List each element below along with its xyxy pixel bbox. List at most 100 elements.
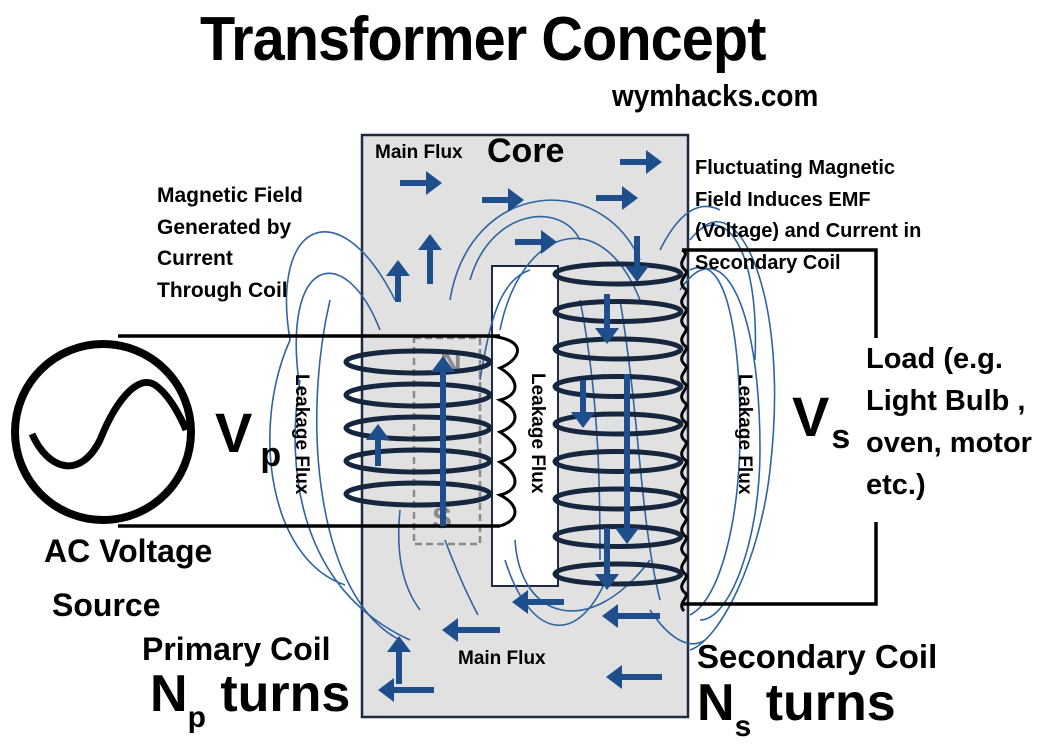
ns-sub: s: [734, 710, 752, 743]
flux-direction-arrow-icon: [571, 380, 595, 428]
fluctuating-field-note: Fluctuating Magnetic Field Induces EMF (…: [695, 153, 921, 279]
circuit-wires: [118, 248, 878, 606]
flux-direction-arrow-icon: [512, 590, 564, 614]
load-line: etc.): [866, 469, 926, 501]
field-line: [689, 221, 776, 651]
coil-turn: [552, 299, 684, 324]
coil-turn: [552, 336, 684, 362]
flux-direction-arrow-icon: [442, 618, 500, 642]
load-label: Load (e.g. Light Bulb , oven, motor etc.…: [866, 338, 1032, 506]
primary-turns-label: Np turns: [150, 664, 350, 735]
flux-direction-arrow-icon: [366, 424, 390, 466]
coil-turn: [552, 486, 684, 512]
field-line: [499, 237, 641, 331]
magnetic-field-lines: [269, 199, 776, 651]
core-window: [491, 265, 559, 587]
coil-turn: [343, 381, 493, 409]
secondary-turns-label: Ns turns: [697, 673, 896, 744]
flux-direction-arrow-icon: [400, 171, 442, 195]
note-line: Secondary Coil: [695, 251, 841, 274]
core-label: Core: [487, 132, 565, 170]
field-line: [679, 267, 761, 621]
load-line: oven, motor: [866, 427, 1032, 459]
primary-coil-back: [489, 334, 519, 528]
flux-direction-arrow-icon: [596, 186, 638, 210]
note-line: Generated by: [157, 215, 292, 239]
leakage-flux-left-label: Leakage Flux: [291, 374, 312, 495]
flux-direction-arrow-icon: [595, 528, 619, 590]
flux-direction-arrow-icon: [606, 665, 662, 689]
flux-direction-arrow-icon: [386, 260, 410, 302]
secondary-coil: [552, 261, 684, 587]
load-line: Load (e.g.: [866, 343, 1003, 375]
diagram-title: Transformer Concept: [200, 5, 766, 74]
secondary-coil-label: Secondary Coil: [697, 638, 938, 675]
primary-coil: [343, 348, 493, 508]
coil-turn: [552, 524, 684, 549]
flux-direction-arrow-icon: [418, 234, 442, 284]
vp-sub: p: [260, 436, 282, 474]
field-line: [269, 339, 346, 586]
note-line: Field Induces EMF: [695, 188, 871, 211]
main-flux-bottom-label: Main Flux: [458, 648, 546, 669]
ac-source-label: AC Voltage Source: [44, 524, 212, 632]
website-label: wymhacks.com: [612, 78, 819, 113]
coil-turn: [552, 449, 684, 474]
transformer-core: [360, 133, 690, 719]
ac-source-line: Source: [52, 587, 161, 623]
flux-direction-arrow-icon: [595, 294, 619, 344]
ac-source-line: AC Voltage: [44, 533, 213, 569]
vs-sub: s: [831, 418, 851, 456]
field-line: [659, 205, 721, 251]
note-line: Through Coil: [157, 278, 288, 302]
vp-main: V: [215, 401, 253, 464]
np-main: N: [150, 665, 188, 723]
coil-turn: [552, 411, 684, 437]
ns-turns: turns: [751, 674, 896, 732]
coil-turn: [552, 261, 684, 287]
np-sub: p: [187, 701, 206, 734]
magnetic-field-note: Magnetic Field Generated by Current Thro…: [157, 180, 303, 306]
coil-turn: [343, 480, 493, 508]
main-flux-top-label: Main Flux: [375, 142, 463, 163]
field-line: [315, 299, 401, 641]
primary-coil-label: Primary Coil: [142, 631, 331, 667]
coil-turn: [552, 561, 684, 587]
note-line: Fluctuating Magnetic: [695, 157, 895, 179]
note-line: (Voltage) and Current in: [695, 220, 922, 242]
flux-direction-arrow-icon: [615, 374, 639, 544]
field-line: [479, 269, 531, 381]
vs-main: V: [792, 385, 830, 448]
leakage-flux-middle-label: Leakage Flux: [527, 373, 548, 494]
secondary-bottom-wire: [682, 522, 878, 606]
field-line: [285, 231, 396, 341]
field-line: [689, 266, 741, 616]
coil-turn: [552, 374, 684, 399]
ns-main: N: [697, 674, 735, 732]
note-line: Magnetic Field: [157, 184, 303, 207]
note-line: Current: [157, 247, 233, 270]
flux-direction-arrow-icon: [620, 150, 662, 174]
flux-direction-arrow-icon: [387, 636, 411, 684]
flux-arrows: [366, 150, 662, 702]
flux-direction-arrow-icon: [431, 356, 455, 526]
flux-direction-arrow-icon: [378, 678, 434, 702]
load-line: Light Bulb ,: [866, 385, 1026, 417]
coil-turn: [343, 348, 493, 376]
flux-direction-arrow-icon: [482, 188, 524, 212]
flux-direction-arrow-icon: [602, 604, 660, 628]
flux-direction-arrow-icon: [625, 236, 649, 282]
ac-sine-wave-source-icon: [11, 340, 195, 524]
field-line: [295, 272, 381, 391]
np-turns: turns: [205, 665, 351, 723]
leakage-flux-right-label: Leakage Flux: [734, 374, 755, 495]
field-line: [504, 559, 611, 627]
flux-direction-arrow-icon: [515, 230, 557, 254]
field-line: [449, 199, 641, 301]
secondary-voltage-label: Vs: [792, 384, 850, 456]
secondary-top-wire: [682, 248, 878, 338]
secondary-coil-back: [680, 248, 688, 612]
coil-turn: [343, 447, 493, 475]
